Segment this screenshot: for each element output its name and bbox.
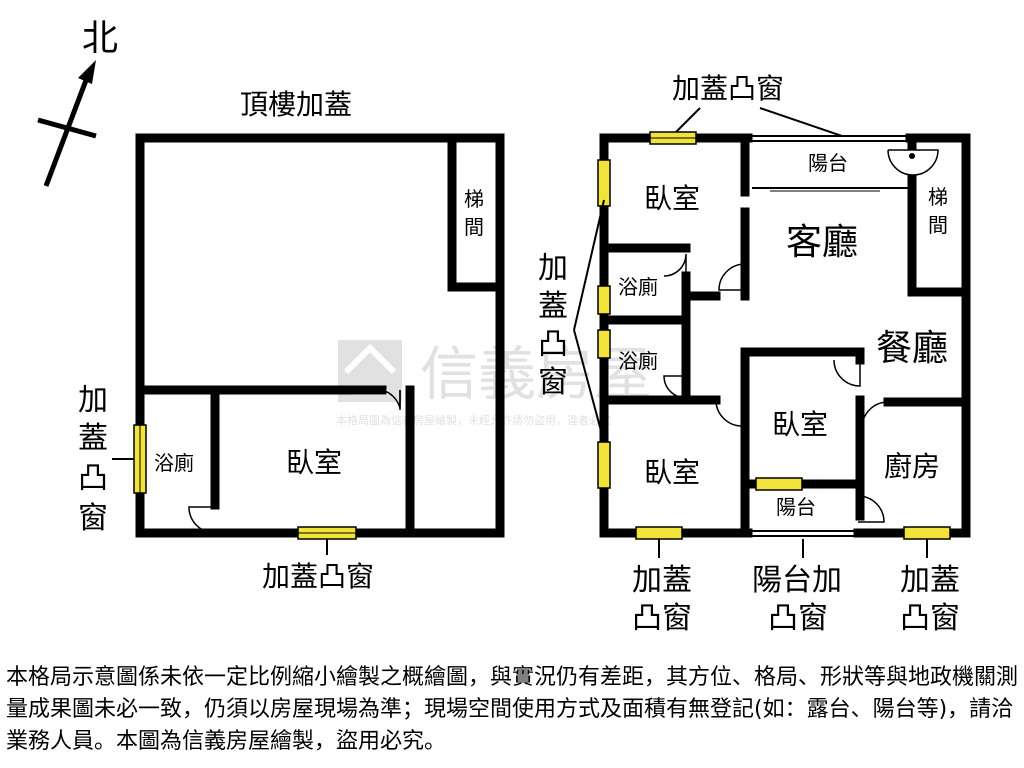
bath-1-label: 浴廁 <box>618 275 658 299</box>
rooftop-bay-label-3: 凸 <box>78 461 108 496</box>
callout-middle-line-2: 凸窗 <box>768 601 828 636</box>
rooftop-bath-label: 浴廁 <box>154 451 194 475</box>
main-bay-label-top: 加蓋凸窗 <box>672 72 784 105</box>
main-bay-side-label-2: 蓋 <box>538 289 568 324</box>
callout-right-line-2: 凸窗 <box>900 601 960 636</box>
kitchen-label: 廚房 <box>884 450 940 483</box>
main-bay-window-bottom-left <box>635 526 683 540</box>
main-bay-window-side-3 <box>597 329 611 359</box>
main-balcony-window <box>755 477 803 491</box>
living-room-label: 客廳 <box>786 222 858 263</box>
callout-left-line-1: 加蓋 <box>632 563 692 598</box>
rooftop-bay-label-bottom: 加蓋凸窗 <box>262 560 374 593</box>
bedroom-top-left-label: 臥室 <box>644 182 700 215</box>
north-arrow-icon <box>37 60 97 187</box>
main-bay-window-side-2 <box>597 285 611 315</box>
bath-2-label: 浴廁 <box>618 349 658 373</box>
watermark-notice: 本格局圖為信義房屋繪製，未經允許請勿盜用，違者必究 <box>336 413 611 427</box>
main-bay-window-side-1 <box>597 159 611 207</box>
callout-right-line-1: 加蓋 <box>900 563 960 598</box>
main-bay-window-side-4 <box>597 441 611 489</box>
main-balcony-bottom-label: 陽台 <box>776 495 816 519</box>
callout-middle-line-1: 陽台加 <box>752 563 842 598</box>
main-balcony-top-label: 陽台 <box>808 151 848 175</box>
rooftop-stair-label-1: 梯 <box>464 187 484 211</box>
main-floor-plan: 加蓋凸窗 <box>538 72 971 636</box>
main-bay-side-label-1: 加 <box>538 251 568 286</box>
main-stair-label-2: 間 <box>928 213 948 237</box>
disclaimer-text: 本格局示意圖係未依一定比例縮小繪製之概繪圖，與實況仍有差距，其方位、格局、形狀等… <box>6 665 1019 754</box>
main-bay-window-bottom-right <box>903 526 951 540</box>
rooftop-bedroom-label: 臥室 <box>286 446 342 479</box>
rooftop-plan: 頂樓加蓋 梯 間 臥室 浴廁 加 蓋 凸 窗 加蓋凸窗 <box>78 88 505 593</box>
rooftop-bay-label-2: 蓋 <box>78 421 108 456</box>
rooftop-title: 頂樓加蓋 <box>240 88 352 121</box>
sink-icon <box>887 149 939 176</box>
bedroom-middle-label: 臥室 <box>772 408 828 441</box>
dining-room-label: 餐廳 <box>876 328 948 369</box>
main-stair-label-1: 梯 <box>928 185 948 209</box>
callout-left-line-2: 凸窗 <box>632 601 692 636</box>
main-bay-side-label-3: 凸 <box>538 327 568 362</box>
floor-plan: 信義房屋 本格局圖為信義房屋繪製，未經允許請勿盜用，違者必究 北 頂樓加蓋 <box>37 18 971 636</box>
rooftop-bay-label-1: 加 <box>78 383 108 418</box>
rooftop-stair-label-2: 間 <box>464 215 484 239</box>
bedroom-bottom-left-label: 臥室 <box>644 456 700 489</box>
rooftop-bay-label-4: 窗 <box>78 501 108 536</box>
main-bay-side-label-4: 窗 <box>538 365 568 400</box>
compass-label: 北 <box>82 18 118 59</box>
